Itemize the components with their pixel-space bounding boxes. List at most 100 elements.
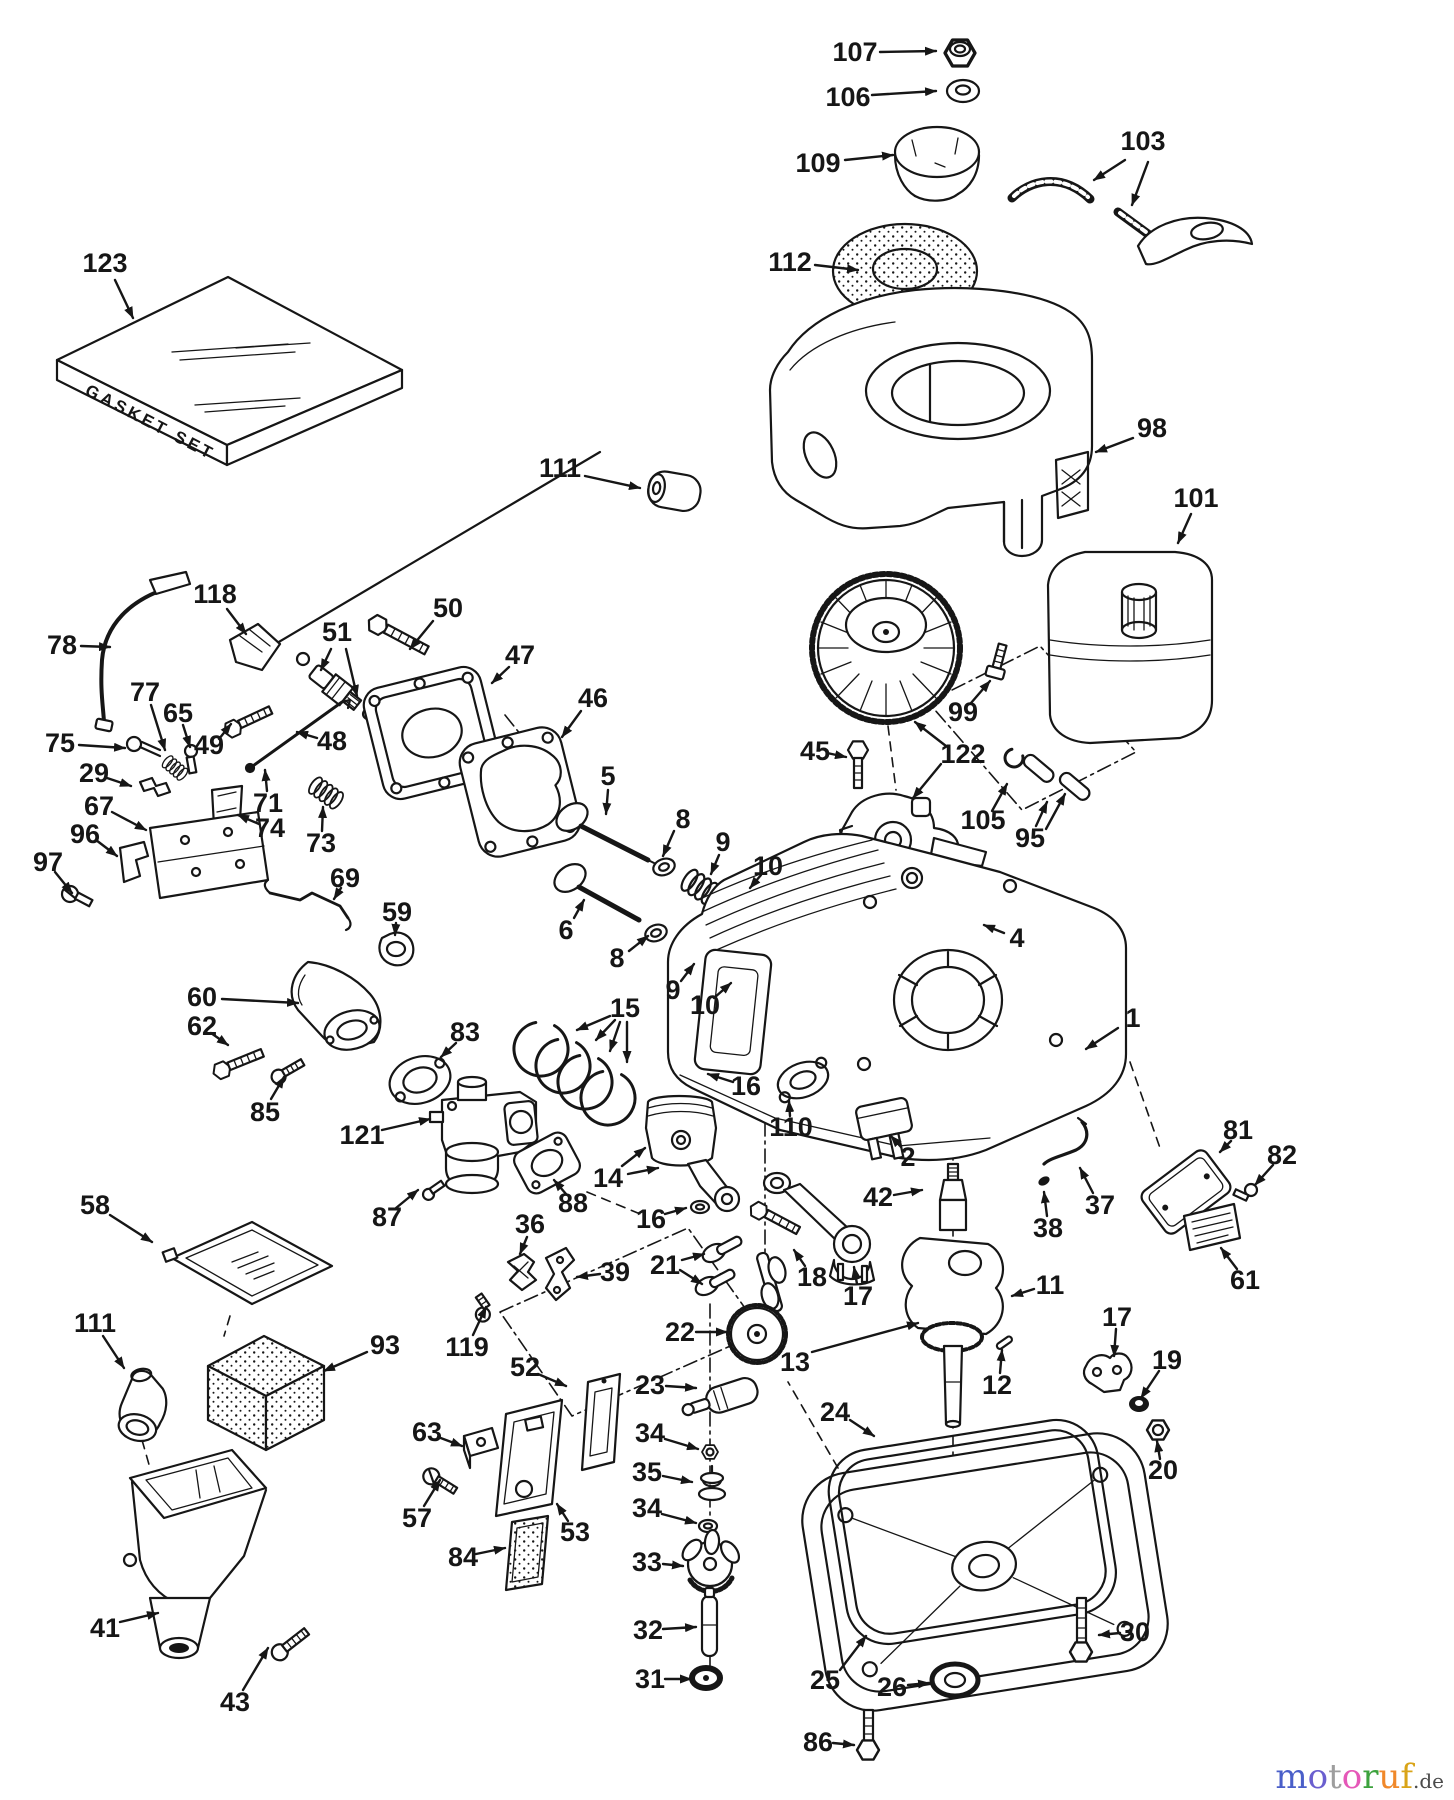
part-number: 11 — [1036, 1270, 1065, 1300]
leader-arrow — [1010, 1287, 1036, 1298]
part-number: 103 — [1120, 126, 1165, 156]
part-number: 78 — [47, 630, 77, 660]
part-number: 52 — [510, 1352, 540, 1382]
part-label-53: 53 — [555, 1502, 590, 1547]
part-label-47: 47 — [490, 640, 535, 685]
pan-gasket-24 — [827, 1418, 1118, 1646]
leader-arrow — [620, 1146, 647, 1168]
part-label-58: 58 — [80, 1190, 154, 1244]
governor-arm-39 — [544, 1246, 576, 1302]
part-label-26: 26 — [877, 1672, 931, 1702]
leader-arrow — [810, 1321, 920, 1354]
part-label-82: 82 — [1253, 1140, 1297, 1187]
part-label-73: 73 — [306, 805, 336, 858]
bolt-45 — [846, 740, 870, 790]
part-number: 110 — [769, 1112, 813, 1142]
part-number: 18 — [797, 1262, 827, 1292]
part-label-97: 97 — [33, 847, 74, 895]
part-label-77: 77 — [130, 677, 167, 752]
part-number: 119 — [445, 1332, 489, 1362]
part-number: 34 — [632, 1493, 662, 1523]
part-label-11: 11 — [1010, 1270, 1065, 1300]
part-number: 31 — [635, 1664, 665, 1694]
leader-arrow — [661, 1623, 698, 1633]
spring-73 — [305, 774, 347, 812]
leader-arrow — [408, 619, 435, 651]
leader-arrow — [1139, 1369, 1161, 1400]
watermark-suffix: .de — [1413, 1769, 1444, 1793]
leader-arrow — [663, 1437, 700, 1451]
breather-tube-111 — [117, 1367, 168, 1443]
part-label-37: 37 — [1078, 1166, 1115, 1220]
part-number: 19 — [1152, 1345, 1182, 1375]
leader-arrow — [391, 921, 401, 937]
part-label-4: 4 — [982, 923, 1025, 953]
leader-arrow — [831, 1739, 856, 1749]
blower-housing-98 — [768, 286, 1094, 558]
part-number: 71 — [253, 788, 283, 818]
leader-arrow — [422, 1478, 442, 1508]
part-number: 8 — [609, 943, 624, 973]
screw-65 — [183, 743, 199, 775]
leader-arrow — [394, 1188, 420, 1210]
leader-arrow — [792, 1248, 807, 1268]
leader-arrow — [1253, 1163, 1275, 1187]
part-number: 37 — [1085, 1190, 1115, 1220]
part-number: 111 — [74, 1308, 116, 1338]
part-label-8: 8 — [609, 934, 650, 973]
link-rod-71 — [244, 698, 352, 774]
watermark-letter: r — [1362, 1757, 1379, 1797]
leader-arrow — [838, 1634, 868, 1672]
leader-arrow — [110, 810, 148, 832]
leader-arrow — [843, 151, 895, 162]
screw-99 — [984, 642, 1008, 681]
part-label-34: 34 — [635, 1418, 700, 1451]
part-label-86: 86 — [803, 1727, 856, 1757]
leader-arrow — [536, 1372, 568, 1388]
spool-35 — [697, 1464, 727, 1502]
part-label-74: 74 — [236, 813, 285, 843]
leader-arrow — [209, 1031, 230, 1047]
leader-arrow — [608, 1020, 622, 1053]
leader-arrow — [1092, 158, 1127, 182]
rod-bolt-18 — [746, 1198, 802, 1236]
part-label-16: 16 — [636, 1204, 688, 1234]
part-label-25: 25 — [810, 1634, 868, 1695]
part-number: 21 — [650, 1250, 680, 1280]
part-label-8: 8 — [661, 804, 691, 858]
leader-arrow — [627, 934, 650, 953]
leader-arrow — [269, 1075, 286, 1101]
part-number: 60 — [187, 982, 217, 1012]
part-number: 36 — [515, 1209, 545, 1239]
air-cleaner-cover-58 — [161, 1220, 334, 1306]
leader-arrow — [552, 1178, 568, 1196]
part-label-18: 18 — [792, 1248, 827, 1292]
leader-arrow — [813, 263, 860, 274]
leader-arrow — [439, 1041, 458, 1059]
part-number: 43 — [220, 1687, 250, 1717]
part-label-21: 21 — [650, 1250, 706, 1286]
part-number: 83 — [450, 1017, 480, 1047]
part-number: 25 — [810, 1665, 840, 1695]
part-number: 29 — [79, 758, 109, 788]
part-number: 17 — [1102, 1302, 1132, 1332]
part-label-111: 111 — [539, 453, 642, 491]
part-number: 26 — [877, 1672, 907, 1702]
bolt-86 — [855, 1708, 881, 1761]
part-label-99: 99 — [948, 679, 992, 727]
part-label-16: 16 — [706, 1071, 761, 1101]
part-number: 107 — [832, 37, 877, 67]
part-label-69: 69 — [330, 863, 360, 901]
leader-arrow — [471, 1305, 488, 1337]
part-number: 22 — [665, 1317, 695, 1347]
part-label-23: 23 — [635, 1370, 698, 1400]
leader-arrow — [149, 703, 167, 752]
part-number: 69 — [330, 863, 360, 893]
leader-arrow — [982, 923, 1006, 935]
part-number: 123 — [82, 248, 127, 278]
leader-arrow — [575, 1014, 612, 1032]
part-label-60: 60 — [187, 982, 300, 1012]
part-label-112: 112 — [768, 247, 860, 277]
screw-87 — [421, 1179, 446, 1201]
leader-arrow — [94, 838, 119, 858]
